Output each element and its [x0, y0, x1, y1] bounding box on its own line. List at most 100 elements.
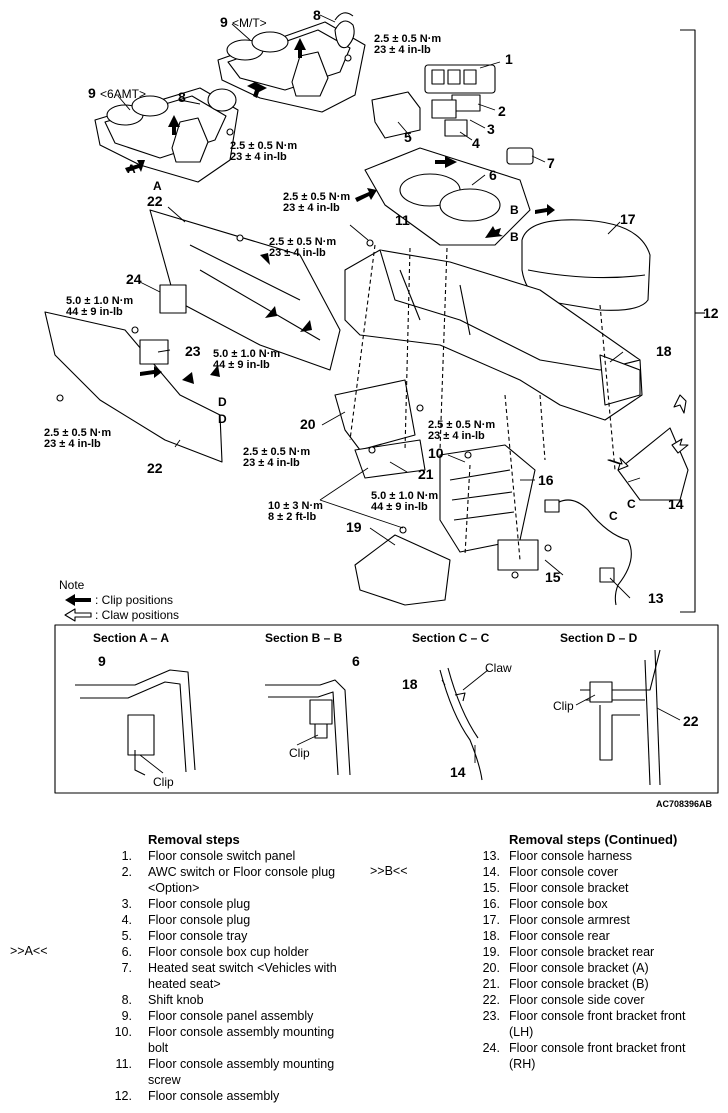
removal-step-text: heated seat>	[148, 977, 221, 991]
removal-step-number: 1.	[121, 849, 132, 863]
part-label-10: 10	[428, 445, 444, 461]
part-label-20: 20	[300, 416, 316, 432]
diagram-line-art	[44, 12, 719, 794]
removal-step-text: <Option>	[148, 881, 200, 895]
removal-step-item: 17. Floor console armrest	[478, 912, 723, 928]
section-bb-title: Section B – B	[265, 631, 343, 645]
step-marker-b: >>B<<	[370, 864, 408, 878]
removal-step-item: screw	[110, 1072, 370, 1088]
removal-step-item: 15. Floor console bracket	[478, 880, 723, 896]
part-label-11: 11	[395, 212, 410, 228]
note-clip-legend: : Clip positions	[95, 593, 174, 607]
removal-step-number: 7.	[121, 961, 132, 975]
part-label-8-amt: 8	[178, 89, 186, 105]
removal-step-text: Floor console assembly mounting	[148, 1057, 335, 1071]
removal-step-text: Shift knob	[148, 993, 204, 1007]
removal-step-number: 13.	[482, 849, 500, 863]
removal-step-text: Floor console cover	[509, 865, 619, 879]
part-label-22-lower: 22	[147, 460, 163, 476]
removal-step-text: bolt	[148, 1041, 169, 1055]
removal-step-text: Floor console rear	[509, 929, 610, 943]
section-mark-a-2: A	[153, 179, 162, 193]
section-dd-part: 22	[683, 713, 699, 729]
removal-step-text: Floor console bracket	[509, 881, 629, 895]
removal-step-number: 23.	[482, 1009, 500, 1023]
part-label-1: 1	[505, 51, 513, 67]
section-cc-title: Section C – C	[412, 631, 490, 645]
removal-step-item: 6. Floor console box cup holder	[110, 944, 370, 960]
removal-step-text: Floor console front bracket front	[509, 1041, 686, 1055]
section-bb-part: 6	[352, 653, 360, 669]
part-label-15: 15	[545, 569, 561, 585]
removal-step-item: 7.Heated seat switch <Vehicles with	[110, 960, 370, 976]
removal-step-number: 6.	[121, 945, 132, 959]
removal-step-item: bolt	[110, 1040, 370, 1056]
removal-step-text: Floor console box cup holder	[148, 945, 309, 959]
removal-step-item: 4.Floor console plug	[110, 912, 370, 928]
removal-step-item: 1.Floor console switch panel	[110, 848, 370, 864]
removal-step-text: screw	[148, 1073, 181, 1087]
removal-step-number: 20.	[482, 961, 500, 975]
removal-step-text: Floor console panel assembly	[148, 1009, 314, 1023]
part-note-9-mt: <M/T>	[232, 16, 267, 30]
part-label-18: 18	[656, 343, 672, 359]
removal-step-text: Floor console bracket rear	[509, 945, 655, 959]
removal-step-number: 15.	[482, 881, 500, 895]
part-label-7: 7	[547, 155, 555, 171]
removal-steps-right: Removal steps (Continued) 13.Floor conso…	[478, 832, 723, 1072]
removal-step-item: <Option>	[110, 880, 370, 896]
removal-step-item: 9. Floor console panel assembly	[110, 1008, 370, 1024]
part-label-4: 4	[472, 135, 480, 151]
removal-steps-left: Removal steps 1.Floor console switch pan…	[110, 832, 370, 1104]
part-label-22-upper: 22	[147, 193, 163, 209]
removal-step-number: 16.	[482, 897, 500, 911]
part-label-2: 2	[498, 103, 506, 119]
removal-step-number: 14.	[482, 865, 500, 879]
section-aa-part: 9	[98, 653, 106, 669]
note-title: Note	[59, 578, 85, 592]
section-mark-a-1: A	[127, 162, 136, 176]
removal-step-text: Floor console box	[509, 897, 608, 911]
part-label-13: 13	[648, 590, 664, 606]
removal-step-item: 5. Floor console tray	[110, 928, 370, 944]
removal-step-number: 9.	[121, 1009, 132, 1023]
part-label-24: 24	[126, 271, 142, 287]
removal-step-number: 5.	[121, 929, 132, 943]
removal-step-number: 18.	[482, 929, 500, 943]
removal-step-item: 13.Floor console harness	[478, 848, 723, 864]
removal-step-item: 10.Floor console assembly mounting	[110, 1024, 370, 1040]
part-note-9-amt: <6AMT>	[100, 87, 147, 101]
part-label-16: 16	[538, 472, 554, 488]
section-mark-d-1: D	[218, 395, 227, 409]
removal-step-text: Floor console armrest	[509, 913, 630, 927]
removal-step-number: 22.	[482, 993, 500, 1007]
removal-step-number: 11.	[115, 1057, 132, 1071]
removal-step-text: Floor console tray	[148, 929, 248, 943]
section-mark-d-2: D	[218, 412, 227, 426]
section-mark-b-2: B	[510, 230, 519, 244]
removal-step-number: 17.	[482, 913, 500, 927]
removal-step-item: (RH)	[478, 1056, 723, 1072]
part-label-14: 14	[668, 496, 684, 512]
section-mark-c-2: C	[627, 497, 636, 511]
removal-step-item: 22.Floor console side cover	[478, 992, 723, 1008]
part-label-6: 6	[489, 167, 497, 183]
removal-step-number: 12.	[114, 1089, 132, 1103]
removal-step-item: (LH)	[478, 1024, 723, 1040]
removal-step-text: Floor console bracket (A)	[509, 961, 649, 975]
removal-step-number: 2.	[121, 865, 132, 879]
removal-step-item: 24.Floor console front bracket front	[478, 1040, 723, 1056]
removal-step-text: Floor console front bracket front	[509, 1009, 686, 1023]
section-cc-callout: Claw	[485, 661, 512, 675]
section-cc-part-bottom: 14	[450, 764, 466, 780]
section-aa-title: Section A – A	[93, 631, 170, 645]
part-label-3: 3	[487, 121, 495, 137]
part-label-17: 17	[620, 211, 636, 227]
